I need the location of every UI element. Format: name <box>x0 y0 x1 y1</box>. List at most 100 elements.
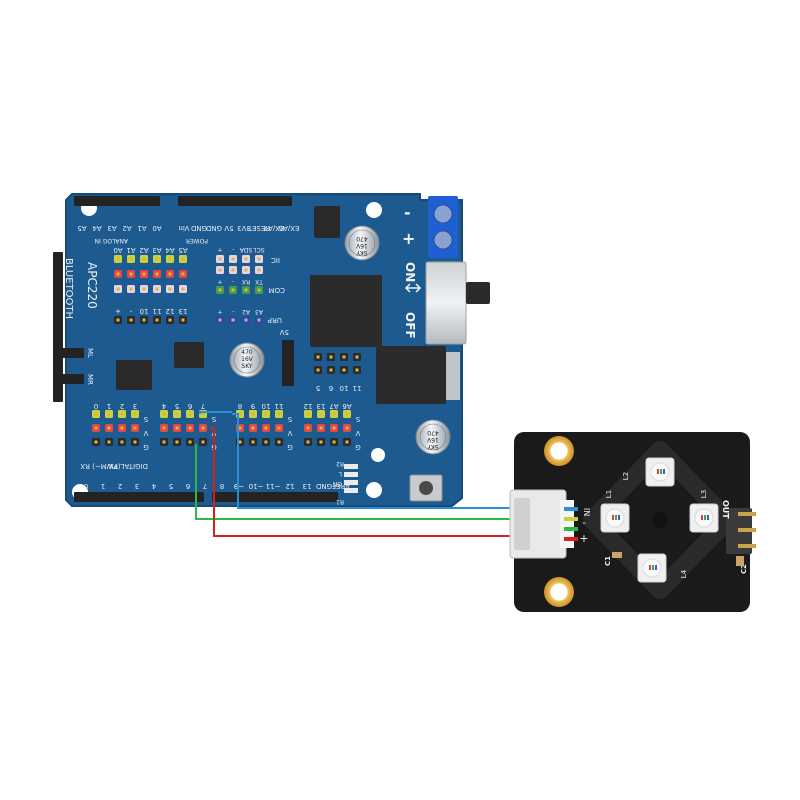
digital-g-pin-pin <box>238 440 242 444</box>
yellow-header-pin <box>168 257 172 261</box>
digital-s-pin-pin <box>332 412 336 416</box>
bottom-digital-header-a <box>74 492 204 502</box>
iic-pin-pin <box>231 268 235 272</box>
voltage-regulator <box>376 346 446 404</box>
digital-s-pin-pin <box>175 412 179 416</box>
digital-v-pin-pin <box>264 426 268 430</box>
digital-pin-number: A7 <box>329 402 338 410</box>
mr-header <box>56 374 84 384</box>
digital-v-pin-pin <box>120 426 124 430</box>
bottom-pin-label: 2 <box>118 482 122 490</box>
out-pin <box>738 512 756 516</box>
svg-row-label: S <box>211 415 216 423</box>
red-header-pin <box>181 272 185 276</box>
capacitor-text: 470 <box>427 429 439 436</box>
digital-pin-number: 12 <box>304 402 313 410</box>
capacitor-text: 16V <box>355 242 368 249</box>
iic-pin-label: SCL <box>253 246 265 253</box>
red-header-pin <box>155 272 159 276</box>
com-pin-label: + <box>217 278 222 285</box>
smd-resistor <box>344 480 358 485</box>
yellow-header-pin <box>116 257 120 261</box>
analog-pin-label: A2 <box>122 224 131 232</box>
capacitor-rim <box>419 423 447 451</box>
digital-s-pin-pin <box>264 412 268 416</box>
ic-chip <box>174 342 204 368</box>
svg-row-label: V <box>355 429 360 437</box>
led-label-l3: L3 <box>700 490 708 498</box>
digital-right-pin-pin <box>316 368 320 372</box>
terminal-screw <box>433 230 453 250</box>
led-die-red <box>657 469 659 474</box>
svg-row-label: G <box>355 443 360 451</box>
urp-pin-pin <box>231 318 235 322</box>
switch-knob <box>466 282 490 304</box>
digital-right-label: 6 <box>328 384 333 392</box>
on-label: ON <box>333 480 342 487</box>
digital-s-pin-pin <box>133 412 137 416</box>
power-pin-label: Vin <box>178 224 189 232</box>
capacitor-body <box>415 419 451 455</box>
c2-label: C2 <box>740 564 748 574</box>
digital-right-pin-pin <box>342 355 346 359</box>
capacitor-body <box>344 225 380 261</box>
l-label: L <box>338 470 342 477</box>
bottom-pin-label: ~10 <box>249 482 264 490</box>
capacitor-text: 16V <box>241 356 254 363</box>
analog-header-number: A1 <box>126 246 135 254</box>
switch-arrow-icon <box>404 283 422 293</box>
digital-v-pin-pin <box>332 426 336 430</box>
c1-cap <box>612 552 622 558</box>
mounting-hole <box>371 448 385 462</box>
digital-g-pin-pin <box>201 440 205 444</box>
red-header-pin <box>116 272 120 276</box>
pink-header-pin <box>142 287 146 291</box>
iic-pin-label: + <box>217 246 222 253</box>
ml-label: ML <box>86 348 94 358</box>
capacitor-text: 16V <box>426 436 439 443</box>
bottom-pin-label: 0 <box>84 482 88 490</box>
regulator-tab <box>446 352 460 400</box>
smd-resistor <box>344 488 358 493</box>
bottom-pin-label: 8 <box>220 482 224 490</box>
led-label-l4: L4 <box>680 569 688 578</box>
digital-row-header-pin <box>168 318 172 322</box>
svg-row-label: V <box>287 429 292 437</box>
urp-pin-pin <box>218 318 222 322</box>
module-pin-labels: IN-+ <box>564 507 591 545</box>
signal-wire <box>232 413 574 509</box>
jst-wire-end <box>564 517 578 521</box>
digital-pin-number: 7 <box>201 402 205 410</box>
svg-row-label: S <box>287 415 292 423</box>
digital-g-pin-pin <box>332 440 336 444</box>
bottom-pin-label: 1 <box>101 482 105 490</box>
jst-connector-slot <box>514 498 530 550</box>
power-pin-label: RESET <box>247 224 270 232</box>
digital-s-pin-pin <box>120 412 124 416</box>
out-pin <box>738 528 756 532</box>
pink-header-pin <box>181 287 185 291</box>
digital-pin-number: 2 <box>120 402 124 410</box>
power-switch <box>425 261 467 345</box>
power-pin-label: EX/A6 <box>278 224 299 232</box>
power-pin-label: GND <box>206 224 222 232</box>
svg-row-label: G <box>287 443 292 451</box>
yellow-header-pin <box>155 257 159 261</box>
gnd-wire <box>195 444 574 520</box>
digital-right-pin-pin <box>329 368 333 372</box>
urp-pin-label: A2 <box>242 308 250 315</box>
ic-chip <box>310 275 382 347</box>
pink-header-pin <box>155 287 159 291</box>
digital-s-pin-pin <box>107 412 111 416</box>
switch-on-label: ON <box>403 262 417 282</box>
digital-v-pin-pin <box>175 426 179 430</box>
digital-row-number: 11 <box>153 307 162 315</box>
com-pin-pin <box>257 288 261 292</box>
analog-header-number: A3 <box>152 246 161 254</box>
